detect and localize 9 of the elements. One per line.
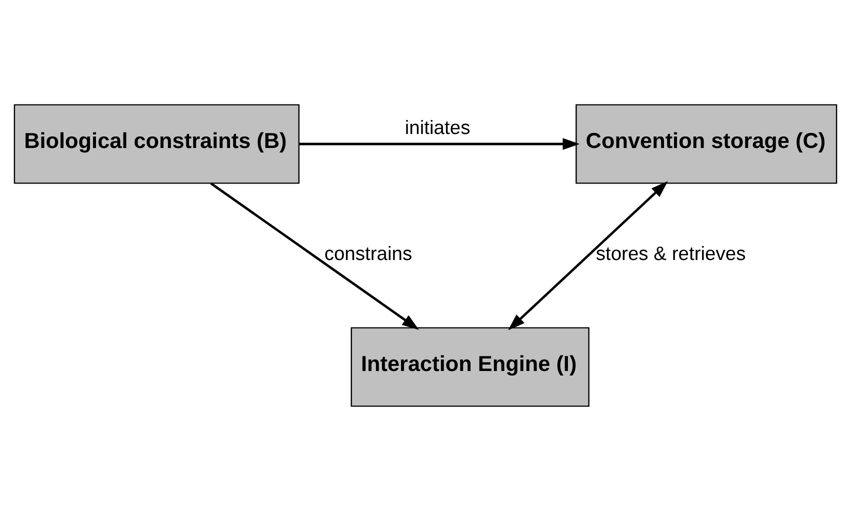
edge-label: initiates	[404, 118, 470, 139]
edge-label: stores & retrieves	[595, 244, 746, 265]
arrow	[210, 182, 418, 330]
edge-label: constrains	[324, 244, 412, 265]
arrow	[298, 138, 580, 150]
node-box: Convention storage (C)	[575, 104, 837, 184]
node-box: Interaction Engine (I)	[350, 326, 589, 406]
node-box: Biological constraints (B)	[13, 104, 300, 184]
arrow	[508, 180, 668, 330]
